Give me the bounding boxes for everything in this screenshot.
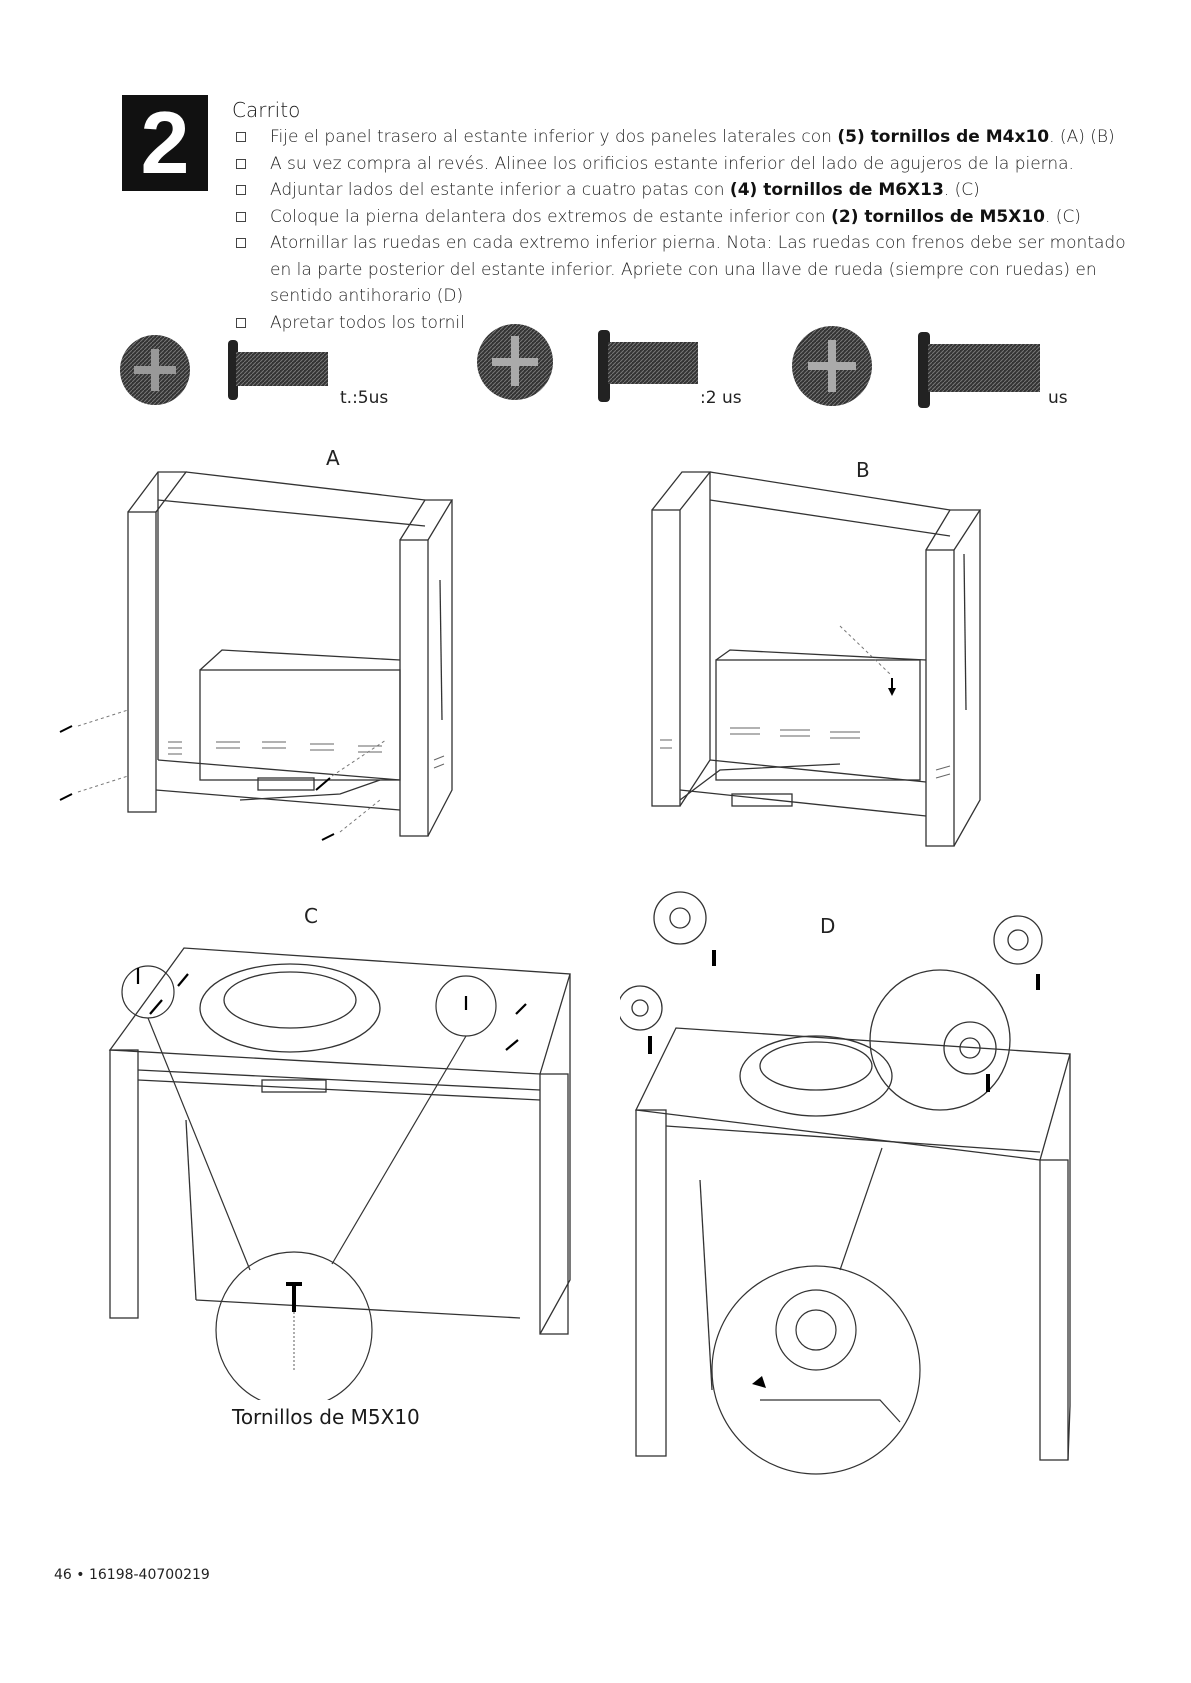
hardware-quantity: us — [1048, 388, 1068, 408]
screw-m4x10-icon — [120, 335, 328, 405]
section-title: Carrito — [232, 98, 301, 122]
hardware-quantity: :2 us — [700, 388, 742, 408]
instruction-item: Fije el panel trasero al estante inferio… — [232, 124, 1152, 151]
figure-label-d: D — [820, 914, 836, 938]
instruction-text: . (A) (B) — [1049, 127, 1115, 147]
figure-label-c: C — [304, 904, 318, 928]
figure-a-cart-frame — [59, 471, 454, 841]
instruction-text: Apretar todos los tornil — [270, 312, 465, 333]
figure-d-cart-casters — [620, 891, 1071, 1475]
checkbox-icon — [236, 158, 246, 169]
checkbox-icon — [236, 317, 246, 328]
hardware-quantity: t.:5us — [340, 388, 389, 408]
instruction-text: Adjuntar lados del estante inferior a cu… — [270, 180, 730, 200]
instruction-item: A su vez compra al revés. Alinee los ori… — [232, 151, 1152, 178]
instruction-item: Atornillar las ruedas en cada extremo in… — [232, 230, 1152, 310]
hardware-row: t.:5us :2 us us — [0, 322, 1191, 432]
screw-m5x10-icon — [477, 324, 698, 402]
instruction-bold-text: (2) tornillos de M5X10 — [831, 206, 1045, 227]
instruction-text: Coloque la pierna delantera dos extremos… — [270, 206, 832, 227]
instruction-item: Adjuntar lados del estante inferior a cu… — [232, 177, 1152, 204]
instruction-text: Fije el panel trasero al estante inferio… — [270, 127, 838, 147]
instruction-text: . (C) — [1045, 206, 1081, 227]
instruction-text: Atornillar las ruedas en cada extremo in… — [270, 233, 1126, 306]
instruction-text: . (C) — [943, 180, 980, 200]
instruction-bold-text: (5) tornillos de M4x10 — [837, 127, 1050, 147]
instruction-bold-text: (4) tornillos de M6X13 — [729, 180, 944, 200]
page-footer: 46 • 16198-40700219 — [54, 1567, 210, 1583]
instruction-text: A su vez compra al revés. Alinee los ori… — [270, 153, 1074, 174]
magnified-callout-circle — [215, 1251, 373, 1400]
checkbox-icon — [236, 132, 246, 142]
figure-label-b: B — [856, 458, 870, 482]
checkbox-icon — [236, 238, 246, 248]
figure-b-cart-frame — [651, 471, 982, 847]
caster-wheel-icon — [620, 891, 1043, 1111]
screw-m6x13-icon — [792, 326, 1040, 408]
instruction-item: Coloque la pierna delantera dos extremos… — [232, 204, 1152, 231]
magnified-callout-circle — [711, 1265, 921, 1475]
callout-label: Tornillos de M5X10 — [232, 1405, 420, 1429]
instruction-item: Apretar todos los tornil — [232, 310, 1152, 337]
step-number-badge: 2 — [122, 95, 208, 191]
checkbox-icon — [236, 211, 246, 222]
figure-label-a: A — [326, 446, 340, 470]
arrow-icon — [752, 1376, 766, 1388]
instruction-list: Fije el panel trasero al estante inferio… — [232, 124, 1152, 336]
figure-c-cart-assembly — [108, 947, 571, 1400]
checkbox-icon — [236, 185, 246, 195]
